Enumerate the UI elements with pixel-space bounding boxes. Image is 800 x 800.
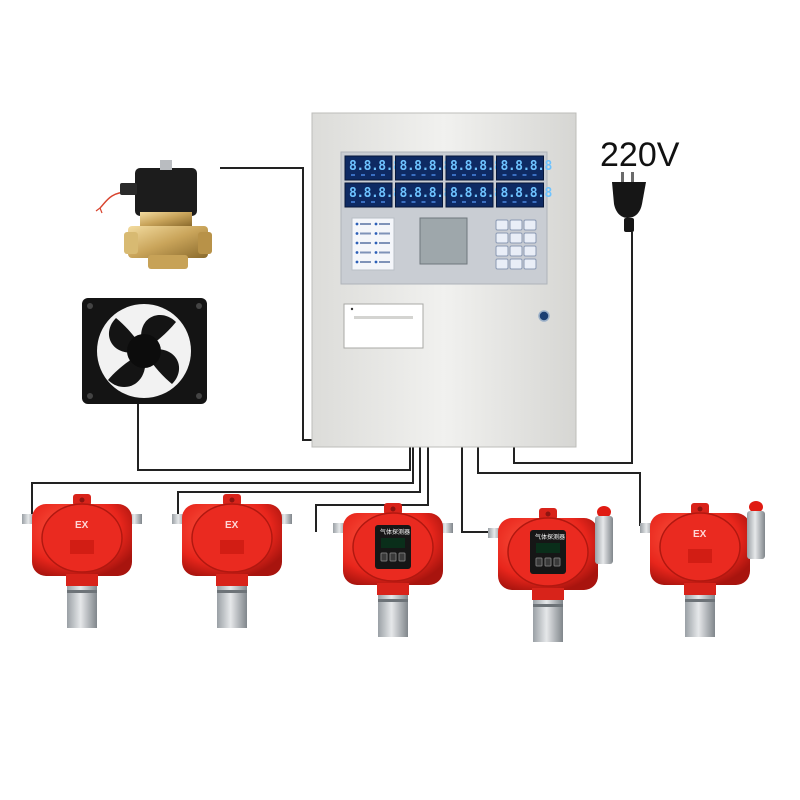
wire-detector-4 (461, 447, 500, 533)
status-indicators (355, 222, 390, 264)
display-readout-value: 8.8.8.8 (501, 159, 553, 174)
keypad-key[interactable] (523, 219, 537, 231)
valve-coil (135, 168, 197, 216)
display-readout-value: 8.8.8.8 (349, 186, 401, 201)
display-readout-value: 8.8.8.8 (450, 159, 502, 174)
keypad-key[interactable] (509, 232, 523, 244)
wires (31, 167, 660, 533)
valve-body (128, 226, 208, 258)
display-readout-value: 8.8.8.8 (349, 159, 401, 174)
solenoid-valve-icon (95, 160, 212, 269)
keypad-key[interactable] (495, 232, 509, 244)
detector-button[interactable] (544, 557, 552, 567)
gas-detector-icon: 气体探测器 (488, 506, 613, 642)
detector-button[interactable] (398, 552, 406, 562)
wire-detector-1 (31, 447, 414, 520)
keypad-key[interactable] (523, 245, 537, 257)
detector-button[interactable] (380, 552, 388, 562)
keypad-key[interactable] (495, 245, 509, 257)
display-readout-2: 8.8.8.8 (395, 155, 452, 181)
display-readout-1: 8.8.8.8 (344, 155, 401, 181)
display-readout-value: 8.8.8.8 (450, 186, 502, 201)
detector-button[interactable] (535, 557, 543, 567)
keypad-key[interactable] (495, 219, 509, 231)
ex-mark: EX (693, 529, 707, 540)
detector-button[interactable] (389, 552, 397, 562)
alarm-beacon-icon (747, 501, 765, 559)
fan-hub (127, 334, 161, 368)
keypad-key[interactable] (509, 219, 523, 231)
power-plug-icon: 220V (600, 136, 680, 232)
keypad[interactable] (495, 219, 537, 270)
wire-valve (220, 167, 312, 441)
plug-body (612, 182, 646, 218)
alarm-beacon-icon (595, 506, 613, 564)
gas-detector-icon: EX (640, 501, 765, 637)
display-readout-8: 8.8.8.8 (496, 182, 553, 208)
keypad-key[interactable] (509, 245, 523, 257)
ex-mark: EX (225, 520, 239, 531)
gas-detector-icon: EX (22, 494, 142, 628)
display-readout-7: 8.8.8.8 (445, 182, 502, 208)
detector-button[interactable] (553, 557, 561, 567)
keypad-key[interactable] (523, 258, 537, 270)
display-readout-value: 8.8.8.8 (501, 186, 553, 201)
keypad-key[interactable] (495, 258, 509, 270)
detector-display-label: 气体探测器 (380, 528, 410, 536)
display-readout-3: 8.8.8.8 (445, 155, 502, 181)
keypad-key[interactable] (523, 232, 537, 244)
key-lock-icon[interactable] (538, 310, 550, 322)
power-voltage-label: 220V (600, 136, 680, 174)
wire-detector-2 (177, 447, 421, 520)
display-readout-4: 8.8.8.8 (496, 155, 553, 181)
lcd-screen (419, 217, 468, 265)
display-readout-value: 8.8.8.8 (400, 186, 452, 201)
gas-detector-icon: 气体探测器 (333, 503, 453, 637)
display-readout-6: 8.8.8.8 (395, 182, 452, 208)
gas-detector-icon: EX (172, 494, 292, 628)
detector-display-label: 气体探测器 (535, 533, 565, 541)
ex-mark: EX (75, 520, 89, 531)
keypad-key[interactable] (509, 258, 523, 270)
cooling-fan-icon (82, 298, 207, 404)
display-readout-5: 8.8.8.8 (344, 182, 401, 208)
display-readout-value: 8.8.8.8 (400, 159, 452, 174)
wire-fan (137, 400, 411, 471)
wire-power (513, 232, 633, 464)
printer-slot (343, 303, 424, 349)
wire-detector-3 (315, 447, 429, 532)
